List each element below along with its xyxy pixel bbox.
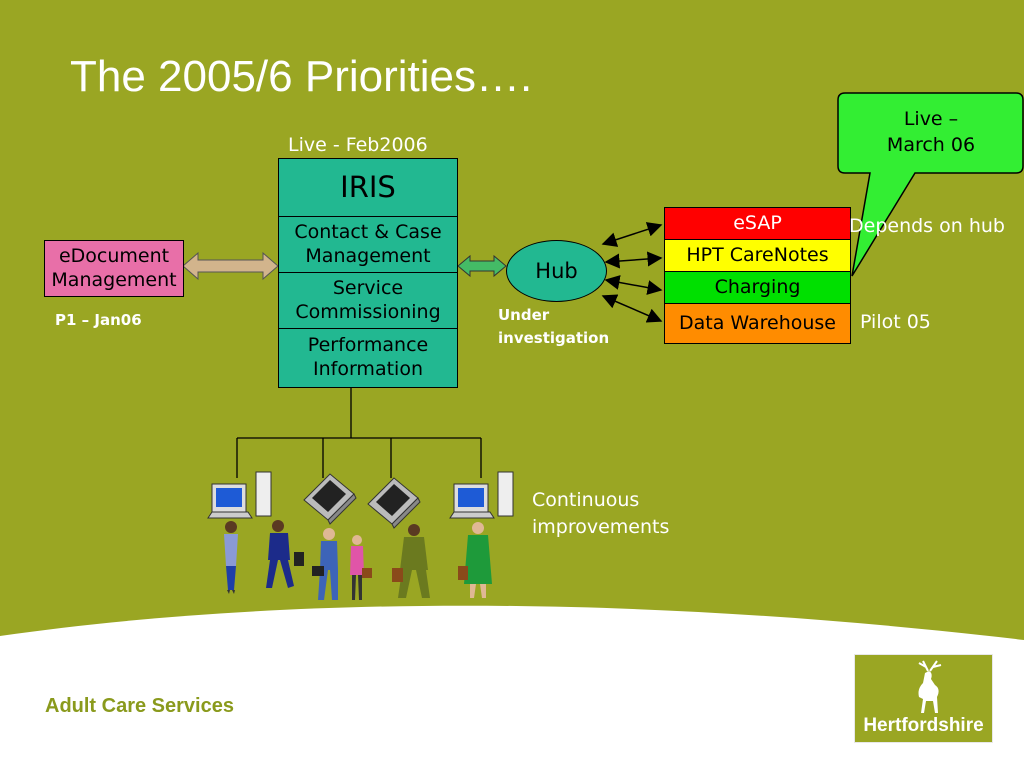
module-line1: Performance — [307, 334, 429, 357]
improvements-label: Continuous improvements — [532, 487, 669, 541]
desktop-computer-icon — [207, 471, 272, 519]
module-line2: Management — [305, 244, 431, 267]
module-line1: Contact & Case — [294, 220, 442, 243]
service-warehouse-label: Data Warehouse — [678, 311, 836, 334]
service-carenotes: HPT CareNotes — [664, 239, 851, 272]
laptop-icon — [303, 473, 357, 525]
pilot-label: Pilot 05 — [860, 311, 931, 333]
hub-status: Under investigation — [498, 304, 609, 350]
person-icon — [224, 521, 238, 594]
iris-module-performance: Performance Information — [278, 328, 458, 388]
logo-text: Hertfordshire — [863, 715, 984, 736]
iris-header: IRIS — [278, 158, 458, 217]
module-line2: Commissioning — [295, 300, 441, 323]
person-icon — [266, 520, 304, 588]
service-esap: eSAP — [664, 207, 851, 240]
hub-node: Hub — [506, 240, 607, 302]
hub-label: Hub — [535, 258, 578, 283]
iris-module-commissioning: Service Commissioning — [278, 272, 458, 329]
improvements-line1: Continuous — [532, 489, 640, 511]
hub-carenotes-arrow — [604, 251, 663, 269]
person-icon — [392, 524, 430, 598]
module-line2: Information — [313, 358, 423, 380]
service-warehouse: Data Warehouse — [664, 303, 851, 344]
module-line1: Service — [332, 276, 404, 299]
improvements-line2: improvements — [532, 516, 670, 538]
person-icon — [312, 528, 338, 600]
stag-icon — [918, 660, 942, 713]
service-carenotes-label: HPT CareNotes — [686, 243, 829, 266]
iris-status: Live - Feb2006 — [288, 134, 428, 156]
network-tree — [236, 388, 482, 478]
edocument-box: eDocument Management — [44, 240, 184, 297]
people-illustration — [224, 520, 492, 600]
footer-label: Adult Care Services — [45, 695, 234, 717]
slide-title: The 2005/6 Priorities…. — [70, 52, 533, 101]
edoc-line1: eDocument — [58, 244, 170, 267]
person-icon — [458, 522, 492, 598]
person-icon — [350, 535, 372, 600]
iris-name: IRIS — [340, 170, 396, 205]
callout-bubble — [837, 92, 1024, 277]
service-esap-label: eSAP — [733, 211, 782, 234]
service-charging: Charging — [664, 271, 851, 304]
hub-status-line2: investigation — [498, 329, 610, 347]
hub-esap-arrow — [601, 222, 663, 247]
hub-charging-arrow — [604, 275, 663, 295]
edoc-line2: Management — [51, 268, 177, 291]
desktop-computer-icon — [449, 471, 514, 519]
depends-on-hub-label: Depends on hub — [849, 215, 1005, 237]
callout-line1: Live – — [903, 108, 959, 130]
service-charging-label: Charging — [714, 275, 801, 298]
edoc-status: P1 – Jan06 — [55, 311, 142, 329]
callout-line2: March 06 — [886, 134, 976, 156]
hub-status-line1: Under — [498, 306, 550, 324]
iris-module-contact: Contact & Case Management — [278, 216, 458, 273]
hertfordshire-logo: Hertfordshire — [854, 654, 993, 743]
callout-text: Live – March 06 — [840, 106, 1022, 158]
hub-warehouse-arrow — [601, 294, 663, 323]
laptop-icon — [367, 477, 421, 529]
